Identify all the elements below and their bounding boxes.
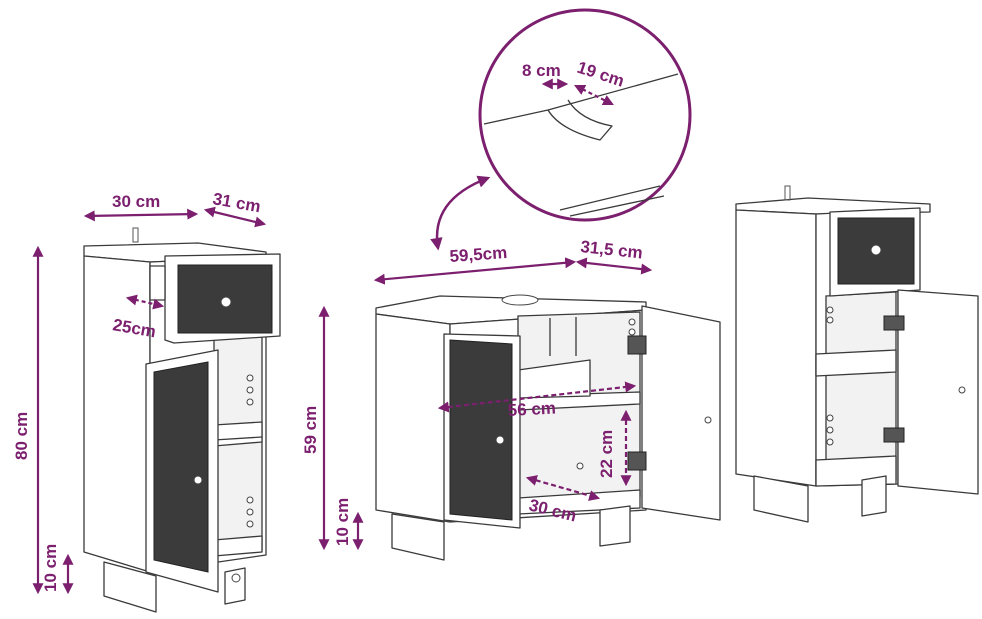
tall-width-label: 30 cm [112,192,160,211]
sink-height-label: 59 cm [301,406,320,454]
sink-width-label: 59,5cm [449,243,508,266]
right-cabinet-drawing [735,185,979,523]
sink-depth-label: 31,5 cm [580,237,644,262]
dimension-lines [32,78,653,595]
shelf-height-label: 22 cm [597,430,616,478]
tall-leg-height-label: 10 cm [41,544,60,592]
inner-width-label: 56 cm [507,398,556,419]
tall-cabinet-drawing [83,227,281,613]
sink-cabinet-drawing [375,294,721,561]
cutout-width-label: 8 cm [522,61,561,80]
callout-arrow-icon [430,175,491,251]
tall-height-label: 80 cm [12,412,31,460]
cutout-detail-callout [430,8,692,251]
sink-leg-height-label: 10 cm [333,498,352,546]
